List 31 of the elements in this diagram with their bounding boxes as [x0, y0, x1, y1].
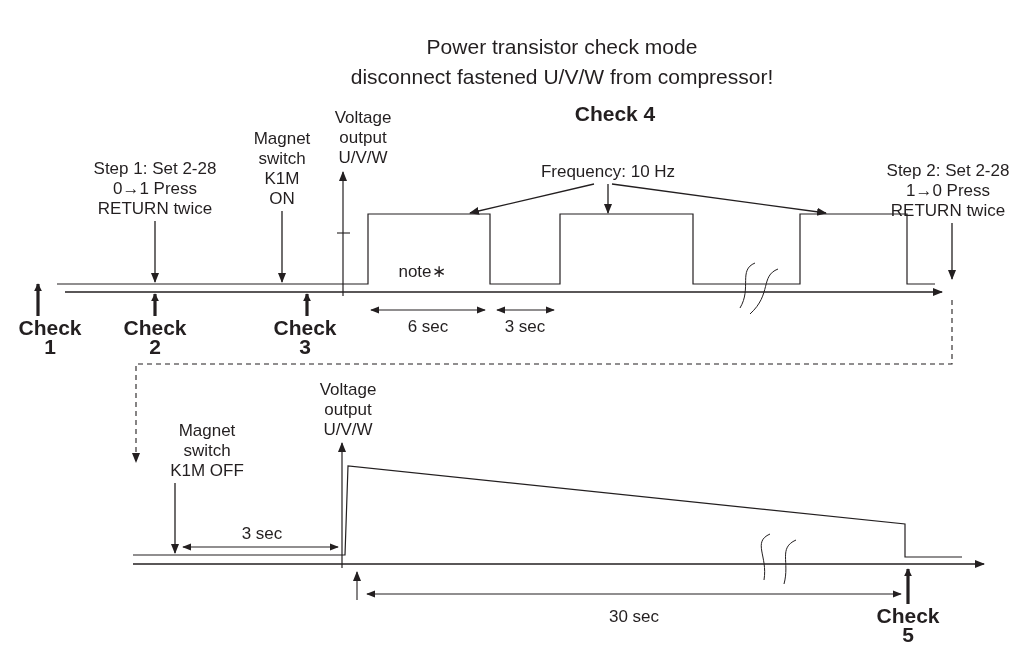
- check-label: Check 3: [265, 318, 345, 356]
- arrow: [303, 293, 311, 316]
- check-label: Check 5: [868, 606, 948, 644]
- arrow: [469, 183, 595, 215]
- arrow: [278, 210, 286, 283]
- check-label: Check 2: [115, 318, 195, 356]
- axis-label: Voltage output U/V/W: [318, 380, 378, 440]
- arrow: [948, 222, 956, 280]
- frequency-note: Frequency: 10 Hz: [528, 162, 688, 182]
- arrow: [34, 283, 42, 316]
- diagram-title: Power transistor check mode: [425, 34, 699, 60]
- arrow: [604, 183, 612, 214]
- duration-label: 3 sec: [240, 523, 284, 545]
- axis-label: Voltage output U/V/W: [333, 108, 393, 168]
- phase-heading: Check 4: [573, 102, 657, 126]
- note-label: note∗: [397, 262, 447, 282]
- duration-label: 30 sec: [607, 606, 661, 628]
- step-instruction: Step 1: Set 2-28 0→1 Press RETURN twice: [93, 159, 217, 219]
- subtitle: disconnect fastened U/V/W from compressor!: [349, 64, 775, 90]
- step-instruction: Step 2: Set 2-28 1→0 Press RETURN twice: [886, 161, 1010, 221]
- arrow: [171, 482, 179, 554]
- arrow: [151, 220, 159, 283]
- switch-note: Magnet switch K1M OFF: [165, 421, 249, 481]
- ramp-waveform: [132, 465, 963, 558]
- switch-note: Magnet switch K1M ON: [251, 129, 313, 209]
- arrow: [151, 293, 159, 316]
- arrow: [611, 183, 827, 216]
- check-label: Check 1: [10, 318, 90, 356]
- arrow: [904, 568, 912, 604]
- duration-label: 6 sec: [406, 316, 450, 338]
- duration-label: 3 sec: [503, 316, 547, 338]
